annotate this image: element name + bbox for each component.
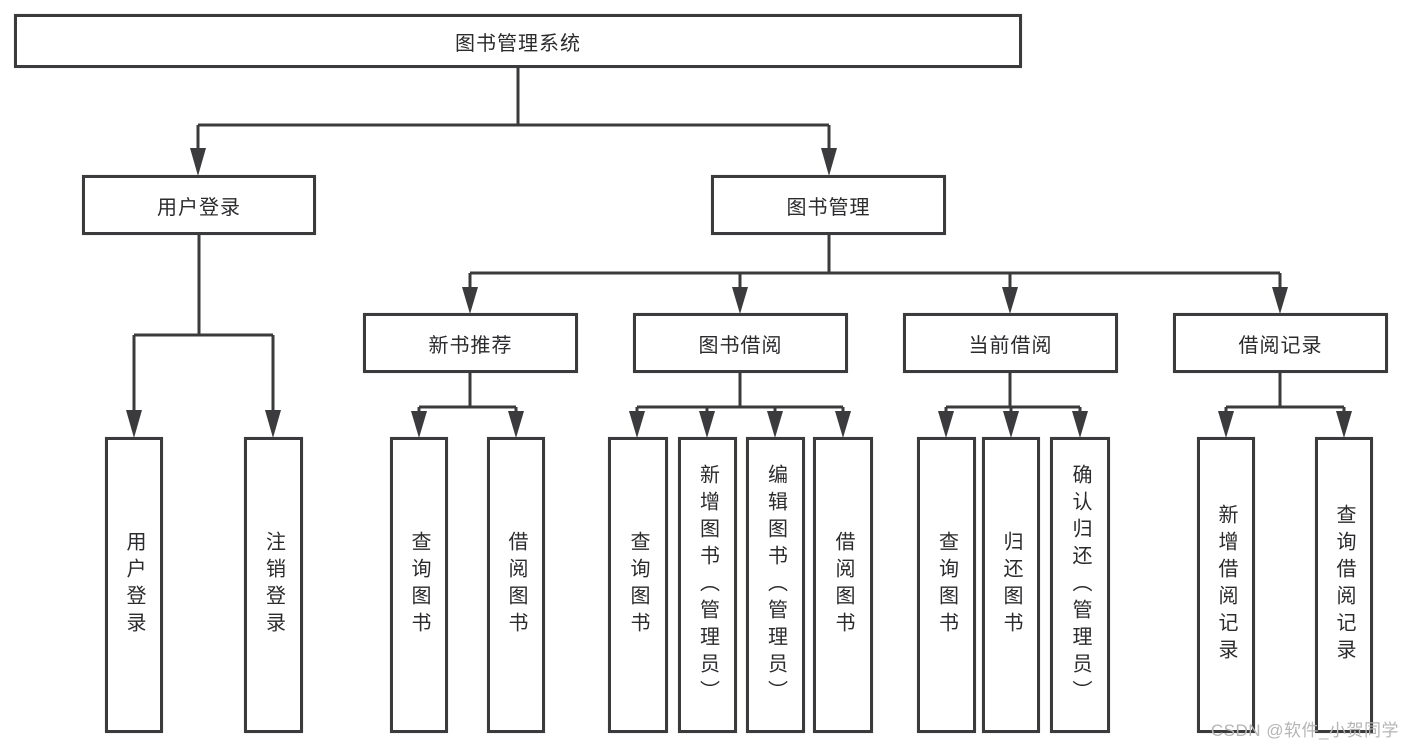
node-leaf-add-borrow-record-label: 新增借阅记录: [1215, 504, 1237, 666]
node-root: 图书管理系统: [14, 14, 1022, 68]
node-current-borrow-label: 当前借阅: [968, 334, 1053, 357]
node-book-borrow: 图书借阅: [633, 313, 848, 373]
connector-current-borrow-split: [944, 373, 1082, 416]
connector-user-login-split: [132, 235, 275, 414]
node-leaf-user-login-label: 用户登录: [123, 531, 145, 639]
node-user-login: 用户登录: [82, 175, 316, 235]
node-leaf-user-login: 用户登录: [105, 437, 163, 733]
node-new-book-recommend: 新书推荐: [363, 313, 578, 373]
node-borrow-record-label: 借阅记录: [1238, 334, 1323, 357]
node-leaf-query-book-1: 查询图书: [390, 437, 448, 733]
connector-book-borrow-split: [635, 373, 845, 416]
node-leaf-query-book-2: 查询图书: [608, 437, 668, 733]
node-book-management-label: 图书管理: [786, 196, 871, 219]
node-new-book-recommend-label: 新书推荐: [428, 334, 513, 357]
node-current-borrow: 当前借阅: [903, 313, 1118, 373]
node-borrow-record: 借阅记录: [1173, 313, 1388, 373]
node-leaf-add-borrow-record: 新增借阅记录: [1197, 437, 1255, 733]
node-leaf-confirm-return-admin: 确认归还（管理员）: [1050, 437, 1110, 733]
node-root-label: 图书管理系统: [455, 32, 581, 55]
node-leaf-confirm-return-admin-label: 确认归还（管理员）: [1069, 463, 1091, 707]
connector-root-split: [196, 68, 831, 152]
node-leaf-return-book-label: 归还图书: [1000, 531, 1022, 639]
watermark-text: CSDN @软件_小贺同学: [1210, 721, 1399, 740]
node-leaf-query-borrow-record: 查询借阅记录: [1315, 437, 1373, 733]
node-user-login-label: 用户登录: [157, 196, 241, 219]
node-leaf-query-book-3: 查询图书: [917, 437, 976, 733]
node-leaf-query-borrow-record-label: 查询借阅记录: [1333, 504, 1355, 666]
node-leaf-query-book-2-label: 查询图书: [627, 531, 649, 639]
node-leaf-edit-book-admin: 编辑图书（管理员）: [746, 437, 805, 733]
connector-book-management-split: [468, 235, 1282, 292]
node-leaf-logout: 注销登录: [244, 437, 303, 733]
node-leaf-borrow-book-1: 借阅图书: [487, 437, 545, 733]
node-leaf-add-book-admin-label: 新增图书（管理员）: [696, 463, 719, 707]
node-leaf-borrow-book-2: 借阅图书: [813, 437, 873, 733]
node-book-management: 图书管理: [711, 175, 946, 235]
node-leaf-logout-label: 注销登录: [262, 531, 285, 639]
node-leaf-borrow-book-2-label: 借阅图书: [832, 531, 854, 639]
node-leaf-add-book-admin: 新增图书（管理员）: [678, 437, 737, 733]
node-leaf-return-book: 归还图书: [982, 437, 1040, 733]
node-leaf-borrow-book-1-label: 借阅图书: [505, 531, 527, 639]
node-leaf-query-book-1-label: 查询图书: [408, 531, 430, 639]
connector-borrow-record-split: [1224, 373, 1346, 416]
node-leaf-query-book-3-label: 查询图书: [935, 531, 958, 639]
node-leaf-edit-book-admin-label: 编辑图书（管理员）: [764, 463, 787, 707]
node-book-borrow-label: 图书借阅: [698, 334, 783, 357]
connector-new-book-split: [417, 373, 518, 416]
